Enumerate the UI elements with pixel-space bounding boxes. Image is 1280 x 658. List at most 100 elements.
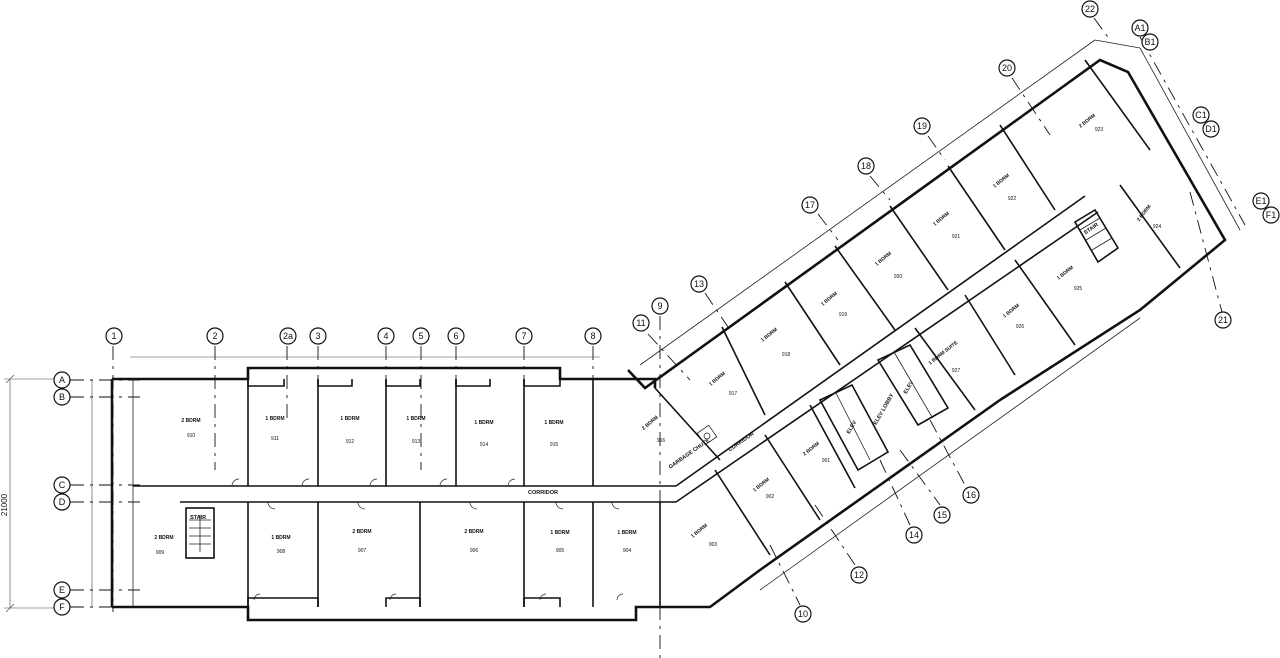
- unit-911-number: 911: [271, 436, 279, 442]
- grid-bubble-22: 22: [1081, 0, 1099, 18]
- unit-918-number: 918: [782, 352, 791, 358]
- corridor-label-west: CORRIDOR: [528, 490, 558, 496]
- grid-bubbles: 1 2 2a 3 4 5 6 7 8 9 11 13 17 18 19 20 2…: [53, 0, 1280, 623]
- svg-text:A: A: [59, 375, 65, 385]
- unit-907-number: 907: [358, 548, 367, 554]
- unit-905-type: 1 BDRM: [550, 530, 569, 536]
- grid-bubble-A1: A1: [1131, 19, 1149, 37]
- east-wing: [627, 39, 1241, 609]
- unit-909-type: 2 BDRM: [154, 535, 173, 541]
- unit-912-number: 912: [346, 439, 355, 445]
- unit-901-number: 901: [822, 458, 831, 464]
- grid-bubble-F1: F1: [1262, 206, 1280, 224]
- grid-bubble-B1: B1: [1141, 33, 1159, 51]
- svg-text:22: 22: [1085, 4, 1095, 14]
- grid-bubble-21: 21: [1214, 311, 1232, 329]
- unit-917-type: 1 BDRM: [708, 371, 727, 388]
- svg-text:D: D: [59, 497, 66, 507]
- grid-bubble-5: 5: [412, 327, 430, 345]
- grid-bubble-17: 17: [801, 196, 819, 214]
- unit-901-type: 2 BDRM: [802, 441, 821, 458]
- unit-919-number: 919: [839, 312, 848, 318]
- svg-text:6: 6: [453, 331, 458, 341]
- unit-906-type: 2 BDRM: [464, 529, 483, 535]
- grid-bubble-18: 18: [857, 157, 875, 175]
- svg-text:10: 10: [798, 609, 808, 619]
- unit-924-type: 2 BDRM: [1136, 204, 1153, 223]
- grid-bubble-11: 11: [632, 314, 650, 332]
- grid-bubble-4: 4: [377, 327, 395, 345]
- svg-text:B1: B1: [1144, 37, 1155, 47]
- svg-text:3: 3: [315, 331, 320, 341]
- unit-922-type: 1 BDRM: [992, 173, 1011, 190]
- svg-text:D1: D1: [1205, 124, 1217, 134]
- unit-908-number: 908: [277, 549, 286, 555]
- unit-904-number: 904: [623, 548, 632, 554]
- grid-bubble-13: 13: [690, 275, 708, 293]
- unit-913-type: 1 BDRM: [406, 416, 425, 422]
- svg-text:13: 13: [694, 279, 704, 289]
- grid-bubble-F: F: [53, 598, 71, 616]
- unit-926-number: 926: [1016, 324, 1025, 330]
- unit-902-type: 1 BDRM: [752, 477, 771, 494]
- unit-917-number: 917: [729, 391, 738, 397]
- svg-text:15: 15: [937, 510, 947, 520]
- svg-text:7: 7: [521, 331, 526, 341]
- grid-bubble-2: 2: [206, 327, 224, 345]
- svg-text:16: 16: [966, 490, 976, 500]
- unit-919-type: 1 BDRM: [820, 291, 839, 308]
- unit-922-number: 922: [1008, 196, 1017, 202]
- grid-bubble-A: A: [53, 371, 71, 389]
- unit-904-type: 1 BDRM: [617, 530, 636, 536]
- grid-bubble-2a: 2a: [279, 327, 297, 345]
- grid-bubble-12: 12: [850, 566, 868, 584]
- unit-923-number: 923: [1095, 127, 1104, 133]
- grid-bubble-6: 6: [447, 327, 465, 345]
- grid-bubble-3: 3: [309, 327, 327, 345]
- svg-text:17: 17: [805, 200, 815, 210]
- overall-dimension-text: 21000: [0, 493, 9, 516]
- unit-905-number: 905: [556, 548, 565, 554]
- svg-text:C: C: [59, 480, 66, 490]
- svg-text:12: 12: [854, 570, 864, 580]
- unit-907-type: 2 BDRM: [352, 529, 371, 535]
- unit-903-type: 1 BDRM: [690, 523, 709, 540]
- grid-bubble-7: 7: [515, 327, 533, 345]
- grid-bubble-E: E: [53, 581, 71, 599]
- unit-915-number: 915: [550, 442, 559, 448]
- unit-925-number: 925: [1074, 286, 1083, 292]
- overall-dimension: 21000: [0, 356, 600, 613]
- stair-label-west: STAIR: [190, 515, 206, 521]
- svg-text:9: 9: [657, 301, 662, 311]
- unit-913-number: 913: [412, 439, 421, 445]
- grid-bubble-9: 9: [651, 297, 669, 315]
- grid-bubble-10: 10: [794, 605, 812, 623]
- grid-bubble-C1: C1: [1192, 106, 1210, 124]
- unit-914-number: 914: [480, 442, 489, 448]
- unit-911-type: 1 BDRM: [265, 416, 284, 422]
- unit-920-type: 1 BDRM: [874, 251, 893, 268]
- svg-text:14: 14: [909, 530, 919, 540]
- svg-text:2a: 2a: [283, 331, 293, 341]
- grid-bubble-14: 14: [905, 526, 923, 544]
- grid-lines-east: [647, 17, 1246, 606]
- svg-text:F1: F1: [1266, 210, 1277, 220]
- unit-903-number: 903: [709, 542, 718, 548]
- west-wing: [110, 366, 676, 622]
- svg-text:A1: A1: [1134, 23, 1145, 33]
- grid-bubble-D1: D1: [1202, 120, 1220, 138]
- unit-927-number: 927: [952, 368, 961, 374]
- svg-text:18: 18: [861, 161, 871, 171]
- grid-bubble-B: B: [53, 388, 71, 406]
- grid-bubble-16: 16: [962, 486, 980, 504]
- grid-bubble-15: 15: [933, 506, 951, 524]
- svg-text:8: 8: [590, 331, 595, 341]
- grid-bubble-19: 19: [913, 117, 931, 135]
- unit-906-number: 906: [470, 548, 479, 554]
- unit-902-number: 902: [766, 494, 775, 500]
- svg-text:1: 1: [111, 331, 116, 341]
- grid-bubble-E1: E1: [1252, 192, 1270, 210]
- svg-text:E: E: [59, 585, 65, 595]
- grid-bubble-1: 1: [105, 327, 123, 345]
